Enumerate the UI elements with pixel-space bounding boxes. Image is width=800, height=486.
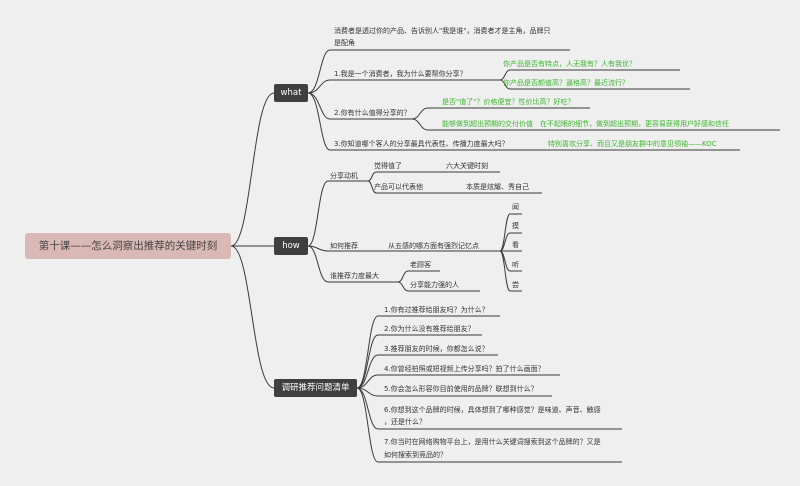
sense-taste: 尝 <box>512 281 519 289</box>
how-motive-a: 觉得值了 <box>374 162 402 170</box>
what-q2-answer-2b: 在不起眼的细节，做到超出预期，更容易获得用户好感和信任 <box>540 120 729 128</box>
survey-item-3: 3.推荐朋友的时候，你都怎么说？ <box>384 345 489 353</box>
sense-hear: 听 <box>512 261 519 269</box>
how-power-label: 谁推荐力度最大 <box>330 272 379 280</box>
survey-item-6-line-1: 6.你想到这个品牌的时候，具体想到了哪种感觉？是味道、声音、触感 <box>384 406 601 414</box>
hub-what[interactable]: what <box>274 84 308 102</box>
how-recommend-label: 如何推荐 <box>330 242 358 250</box>
what-q2-answer-1: 是否"值了"？价格便宜？性价比高？好吃？ <box>442 98 575 106</box>
sense-see: 看 <box>512 241 519 249</box>
sense-touch: 摸 <box>512 222 519 230</box>
hub-how[interactable]: how <box>274 237 308 255</box>
root-topic[interactable]: 第十课——怎么洞察出推荐的关键时刻 <box>25 233 231 259</box>
how-recommend-sub: 从五感的哪方面有强烈记忆点 <box>388 242 479 250</box>
survey-item-7-line-1: 7.你当时在网络购物平台上，是用什么关键词搜索到这个品牌的？又是 <box>384 438 601 446</box>
how-power-item-1: 老顾客 <box>410 261 431 269</box>
how-motive-a-sub: 六大关键时刻 <box>446 162 488 170</box>
how-power-item-2: 分享能力强的人 <box>410 281 459 289</box>
what-question-3: 3.你知道哪个客人的分享最具代表性、传播力度最大吗？ <box>334 140 509 148</box>
what-q1-answer-1: 你产品是否有特点，人无我有？人有我优？ <box>503 60 636 68</box>
survey-item-1: 1.你有过推荐给朋友吗？为什么？ <box>384 306 489 314</box>
what-question-2: 2.你有什么值得分享的？ <box>334 109 411 117</box>
survey-item-7-line-2: 如何搜索到竞品的？ <box>384 451 447 459</box>
survey-item-2: 2.你为什么没有推荐给朋友？ <box>384 325 475 333</box>
hub-survey[interactable]: 调研推荐问题清单 <box>274 379 357 397</box>
what-intro-line-1: 消费者是透过你的产品、告诉别人"我是谁"，消费者才是主角，品牌只 <box>334 27 551 35</box>
what-q3-answer: 特别喜欢分享、而且又是朋友群中的意见领袖——KOC <box>548 140 717 148</box>
what-question-1: 1.我是一个消费者，我为什么要帮你分享？ <box>334 70 467 78</box>
sense-smell: 闻 <box>512 203 519 211</box>
how-motive-label: 分享动机 <box>330 172 358 180</box>
what-intro-line-2: 是配角 <box>334 39 355 47</box>
what-q2-answer-2a: 能够做到超出预期的交付价值 <box>442 120 533 128</box>
what-q1-answer-2: 你产品是否颜值高？逼格高？最近流行？ <box>503 79 629 87</box>
survey-item-4: 4.你曾经拍照或短视频上传分享吗？拍了什么画面？ <box>384 365 545 373</box>
survey-item-6-line-2: ，还是什么？ <box>384 418 426 426</box>
how-motive-b: 产品可以代表他 <box>374 183 423 191</box>
survey-item-5: 5.你会怎么形容你目前使用的品牌？联想到什么？ <box>384 385 538 393</box>
how-motive-b-sub: 本质是炫耀、秀自己 <box>466 183 529 191</box>
